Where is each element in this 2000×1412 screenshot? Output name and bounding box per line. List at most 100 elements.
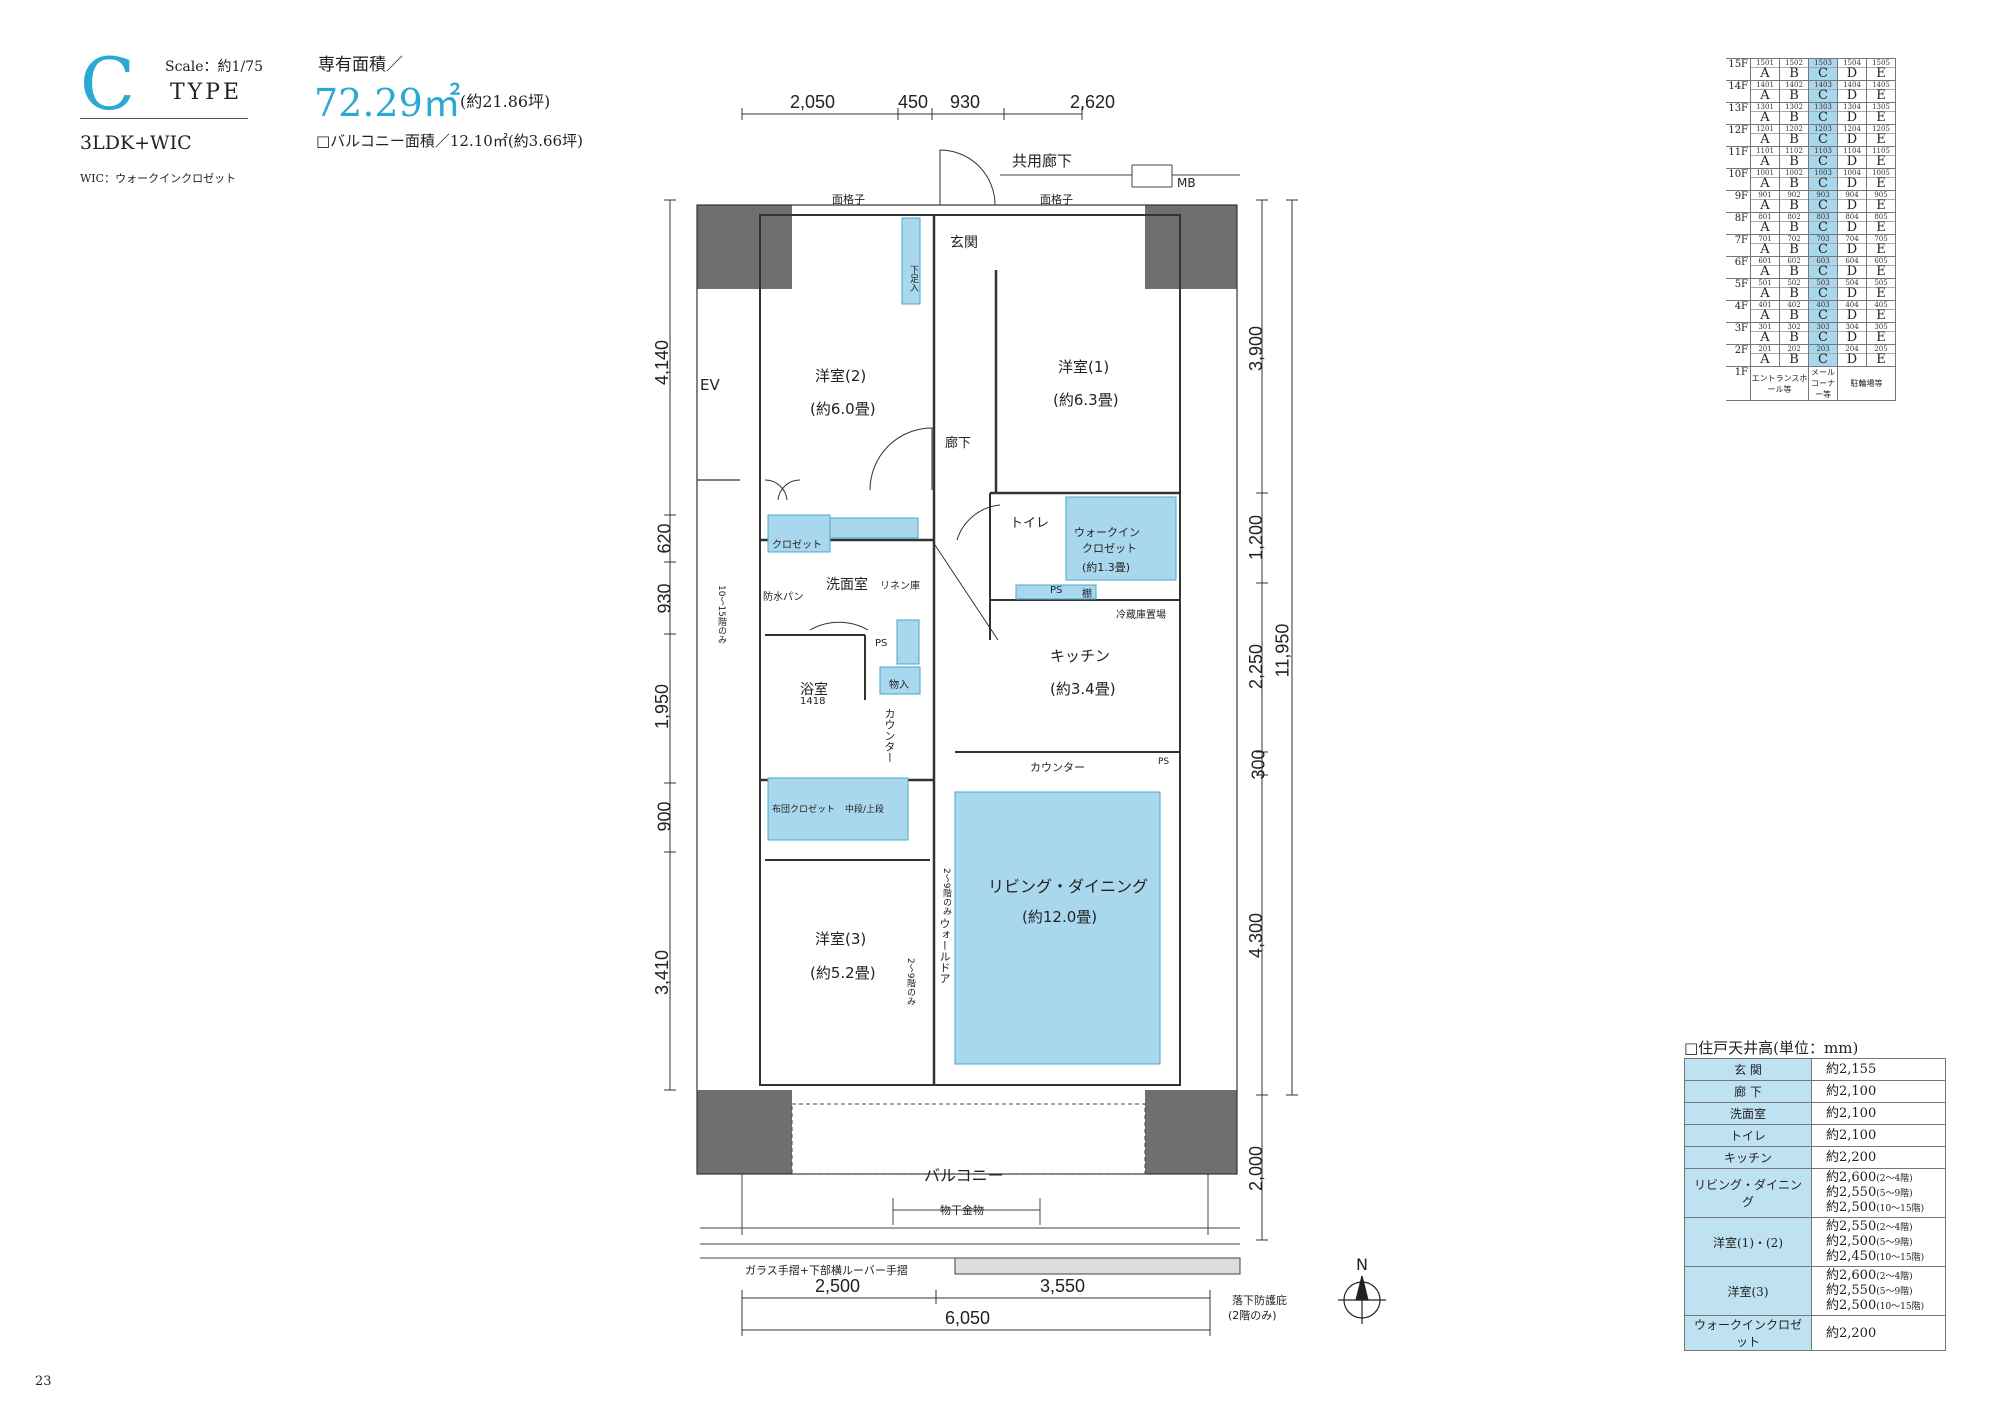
ceiling-value: 約2,600(2〜4階)約2,550(5〜9階)約2,500(10〜15階) xyxy=(1811,1266,1946,1316)
unit-letter: E xyxy=(1876,264,1886,279)
ceiling-height: 約2,200 xyxy=(1826,1325,1877,1341)
unit-number: 702 xyxy=(1780,235,1808,244)
label-counter-vertical: カウンター xyxy=(883,708,896,763)
unit-letter: D xyxy=(1846,198,1858,213)
unit-letter: D xyxy=(1846,352,1858,367)
unit-letter: C xyxy=(1818,330,1828,345)
unit-letter: A xyxy=(1760,264,1770,279)
ceiling-value: 約2,100 xyxy=(1811,1124,1946,1147)
ceiling-room: 洗面室 xyxy=(1684,1102,1812,1125)
unit-number: 1303 xyxy=(1809,103,1837,112)
unit-number: 403 xyxy=(1809,301,1837,310)
unit-letter: A xyxy=(1760,242,1770,257)
unit-number: 905 xyxy=(1867,191,1895,200)
label-grille-1: 面格子 xyxy=(832,193,865,206)
unit-number: 604 xyxy=(1838,257,1866,266)
unit-number: 1103 xyxy=(1809,147,1837,156)
storage xyxy=(879,666,921,695)
ceiling-height: 約2,550 xyxy=(1826,1282,1877,1298)
unit-number: 305 xyxy=(1867,323,1895,332)
unit-letter: A xyxy=(1760,330,1770,345)
label-balcony: バルコニー xyxy=(924,1166,1004,1185)
header-divider xyxy=(80,118,248,119)
unit-number: 1305 xyxy=(1867,103,1895,112)
vanity xyxy=(829,517,919,539)
ceiling-height: 約2,500 xyxy=(1826,1233,1877,1249)
area-label: 専有面積／ xyxy=(318,55,403,75)
unit-letter: D xyxy=(1846,132,1858,147)
dim-right-3: 2,250 xyxy=(1246,643,1267,690)
ceiling-floor-range: (2〜4階) xyxy=(1876,1271,1913,1282)
unit-letter: C xyxy=(1818,352,1828,367)
ceiling-row: 洋室(1)・(2)約2,550(2〜4階)約2,500(5〜9階)約2,450(… xyxy=(1684,1217,1946,1267)
label-shoebox: 下足入 xyxy=(908,265,918,292)
type-letter: C xyxy=(80,42,136,126)
unit-letter: A xyxy=(1760,176,1770,191)
unit-number: 1202 xyxy=(1780,125,1808,134)
unit-number: 1302 xyxy=(1780,103,1808,112)
unit-letter: A xyxy=(1760,286,1770,301)
unit-letter: D xyxy=(1846,264,1858,279)
unit-number: 1001 xyxy=(1751,169,1779,178)
unit-number: 404 xyxy=(1838,301,1866,310)
unit-number: 603 xyxy=(1809,257,1837,266)
unit-number: 405 xyxy=(1867,301,1895,310)
unit-letter: C xyxy=(1818,176,1828,191)
unit-number: 1505 xyxy=(1867,59,1895,68)
label-shelf: 棚 xyxy=(1082,589,1092,600)
unit-letter: E xyxy=(1876,330,1886,345)
ceiling-row: トイレ約2,100 xyxy=(1684,1124,1946,1147)
unit-number: 1503 xyxy=(1809,59,1837,68)
ceiling-room: 洋室(1)・(2) xyxy=(1684,1217,1812,1267)
dim-left-1: 4,140 xyxy=(652,339,673,386)
ceiling-height: 約2,155 xyxy=(1826,1062,1877,1077)
unit-number: 602 xyxy=(1780,257,1808,266)
unit-letter: A xyxy=(1760,110,1770,125)
label-mb: MB xyxy=(1177,176,1196,190)
label-floors-2-9-a: 2〜9階のみ xyxy=(941,868,951,916)
dim-bottom-1: 2,500 xyxy=(815,1276,861,1296)
unit-number: 901 xyxy=(1751,191,1779,200)
label-ps-1: PS xyxy=(875,638,888,649)
unit-number: 304 xyxy=(1838,323,1866,332)
unit-letter: B xyxy=(1789,308,1799,323)
unit-letter: D xyxy=(1846,220,1858,235)
ceiling-height: 約2,200 xyxy=(1826,1150,1877,1165)
unit-letter: B xyxy=(1789,220,1799,235)
unit-letter: D xyxy=(1846,242,1858,257)
unit-letter: C xyxy=(1818,308,1828,323)
ceiling-height: 約2,100 xyxy=(1826,1084,1877,1099)
unit-letter: B xyxy=(1789,198,1799,213)
ceiling-row: 玄 関約2,155 xyxy=(1684,1058,1946,1081)
label-living: リビング・ダイニング xyxy=(988,877,1149,896)
label-dryer: 物干金物 xyxy=(940,1204,984,1217)
label-storage: 物入 xyxy=(889,680,909,691)
unit-letter: A xyxy=(1760,220,1770,235)
unit-letter: B xyxy=(1789,176,1799,191)
unit-letter: C xyxy=(1818,154,1828,169)
unit-letter: B xyxy=(1789,330,1799,345)
unit-letter: D xyxy=(1846,308,1858,323)
ceiling-floor-range: (5〜9階) xyxy=(1876,1286,1913,1297)
dim-top-2: 450 xyxy=(898,92,929,112)
unit-number: 1405 xyxy=(1867,81,1895,90)
ceiling-value: 約2,200 xyxy=(1811,1146,1946,1169)
ceiling-room: キッチン xyxy=(1684,1146,1812,1169)
unit-letter: B xyxy=(1789,66,1799,81)
label-kitchen: キッチン xyxy=(1050,647,1111,665)
ceiling-table-title: □住戸天井高(単位：mm) xyxy=(1684,1039,1859,1057)
